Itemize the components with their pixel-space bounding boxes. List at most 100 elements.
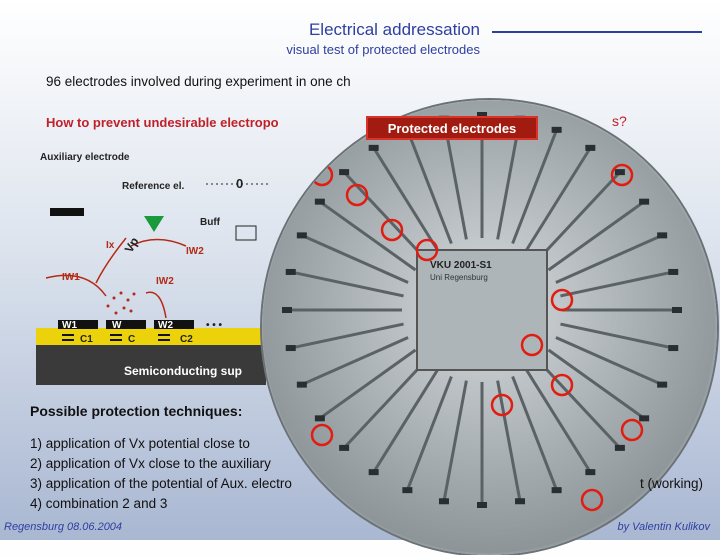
auxiliary-electrode-bar [50, 208, 84, 216]
w2-label: W2 [158, 320, 173, 331]
electrode-pad [285, 345, 296, 352]
electrode-pad [339, 444, 350, 451]
electrode-trace [372, 147, 439, 251]
question-text-end: s? [612, 113, 627, 129]
protected-electrode-ring [380, 218, 404, 242]
electrode-pad [402, 487, 413, 494]
electrode-trace [372, 369, 439, 473]
electrode-trace [301, 336, 409, 386]
electrode-pad [339, 169, 350, 176]
electrode-pad [639, 198, 650, 205]
slide-subtitle: visual test of protected electrodes [286, 42, 480, 57]
protected-electrode-ring [550, 373, 574, 397]
aux-electrode-label: Auxiliary electrode [40, 152, 130, 163]
chip-sublabel: Uni Regensburg [430, 273, 488, 282]
electrode-trace [290, 270, 404, 298]
electrode-pad [668, 345, 679, 352]
intro-text: 96 electrodes involved during experiment… [46, 74, 351, 89]
protected-electrodes-callout: Protected electrodes [366, 116, 538, 140]
electrode-trace [537, 171, 621, 261]
electrode-pad [477, 112, 487, 118]
iw1-label: IW1 [62, 272, 80, 283]
wafer-photo: VKU 2001-S1 Uni Regensburg [262, 100, 717, 555]
protected-electrode-ring [610, 163, 634, 187]
title-underline [492, 31, 702, 33]
electrode-trace [560, 270, 674, 298]
reference-triangle-icon [144, 216, 164, 232]
electrode-trace [301, 234, 409, 284]
electrode-trace [555, 336, 663, 386]
w-label: W [112, 320, 122, 331]
electrode-pad [551, 487, 562, 494]
electrode-pad [551, 126, 562, 133]
substrate-conductive-layer [36, 328, 266, 345]
electrode-schematic [45, 183, 271, 341]
electrode-trace [496, 380, 522, 502]
electrode-pad [585, 144, 596, 151]
electrode-trace [525, 147, 592, 251]
electrode-pad [477, 502, 487, 508]
electrode-pad [368, 469, 379, 476]
protected-electrode-ring [520, 333, 544, 357]
electrode-trace [290, 322, 404, 350]
electrode-trace [318, 200, 417, 272]
electrode-pad-w1 [58, 320, 98, 329]
buffer-icon [235, 225, 257, 241]
technique-item: 2) application of Vx close to the auxili… [30, 456, 271, 471]
electrode-pad [515, 498, 526, 505]
protected-electrode-ring [345, 183, 369, 207]
c2-label: C2 [180, 334, 193, 345]
electrode-trace [343, 359, 427, 449]
electrode-trace [555, 234, 663, 284]
ix-label: Ix [106, 240, 115, 251]
technique-item-3-tail: t (working) [640, 476, 704, 491]
electrode-pad-w [106, 320, 146, 329]
electrode-trace [318, 348, 417, 420]
iw2-top-arrow [130, 238, 187, 247]
substrate-block [36, 345, 266, 385]
electrode-trace [537, 359, 621, 449]
electrode-trace [560, 322, 674, 350]
electrode-pad [668, 268, 679, 275]
particle-cloud [106, 291, 136, 315]
electrode-pad [614, 169, 625, 176]
electrode-pad [438, 498, 449, 505]
iw2-arrow [145, 291, 167, 319]
electrode-pad [282, 307, 292, 313]
electrode-pad [296, 232, 307, 239]
technique-item: 4) combination 2 and 3 [30, 496, 168, 511]
electrode-trace [511, 375, 559, 491]
wafer-traces [263, 101, 715, 553]
electrode-trace [405, 375, 453, 491]
electrode-pad-w2 [154, 320, 194, 329]
protected-electrode-ring [310, 423, 334, 447]
protected-electrode-markers [310, 163, 644, 512]
electrode-trace [547, 200, 646, 272]
electrode-pad [285, 268, 296, 275]
footer-author: by Valentin Kulikov [617, 521, 710, 533]
more-electrodes-dots: • • • [206, 320, 223, 331]
electrode-pad [657, 232, 668, 239]
electrode-pad [296, 381, 307, 388]
c-label: C [128, 334, 136, 345]
electrode-trace [511, 129, 559, 245]
electrode-pad [368, 144, 379, 151]
electrode-trace [547, 348, 646, 420]
chip-label: VKU 2001-S1 [430, 260, 492, 271]
zero-label: 0 [236, 176, 244, 191]
slide-title: Electrical addressation [308, 20, 480, 39]
electrode-pad [639, 415, 650, 422]
techniques-title: Possible protection techniques: [30, 403, 243, 419]
protected-electrode-ring [415, 238, 439, 262]
protected-electrode-ring [580, 488, 604, 512]
electrode-pad [585, 469, 596, 476]
electrode-pad [672, 307, 682, 313]
iw2-label: IW2 [156, 276, 174, 287]
electrode-pad [314, 198, 325, 205]
electrode-pad [314, 415, 325, 422]
protected-electrode-ring [550, 288, 574, 312]
substrate-label: Semiconducting sup [124, 364, 243, 378]
electrode-trace [405, 129, 453, 245]
ix-arrow [95, 237, 127, 284]
electrode-trace [525, 369, 592, 473]
